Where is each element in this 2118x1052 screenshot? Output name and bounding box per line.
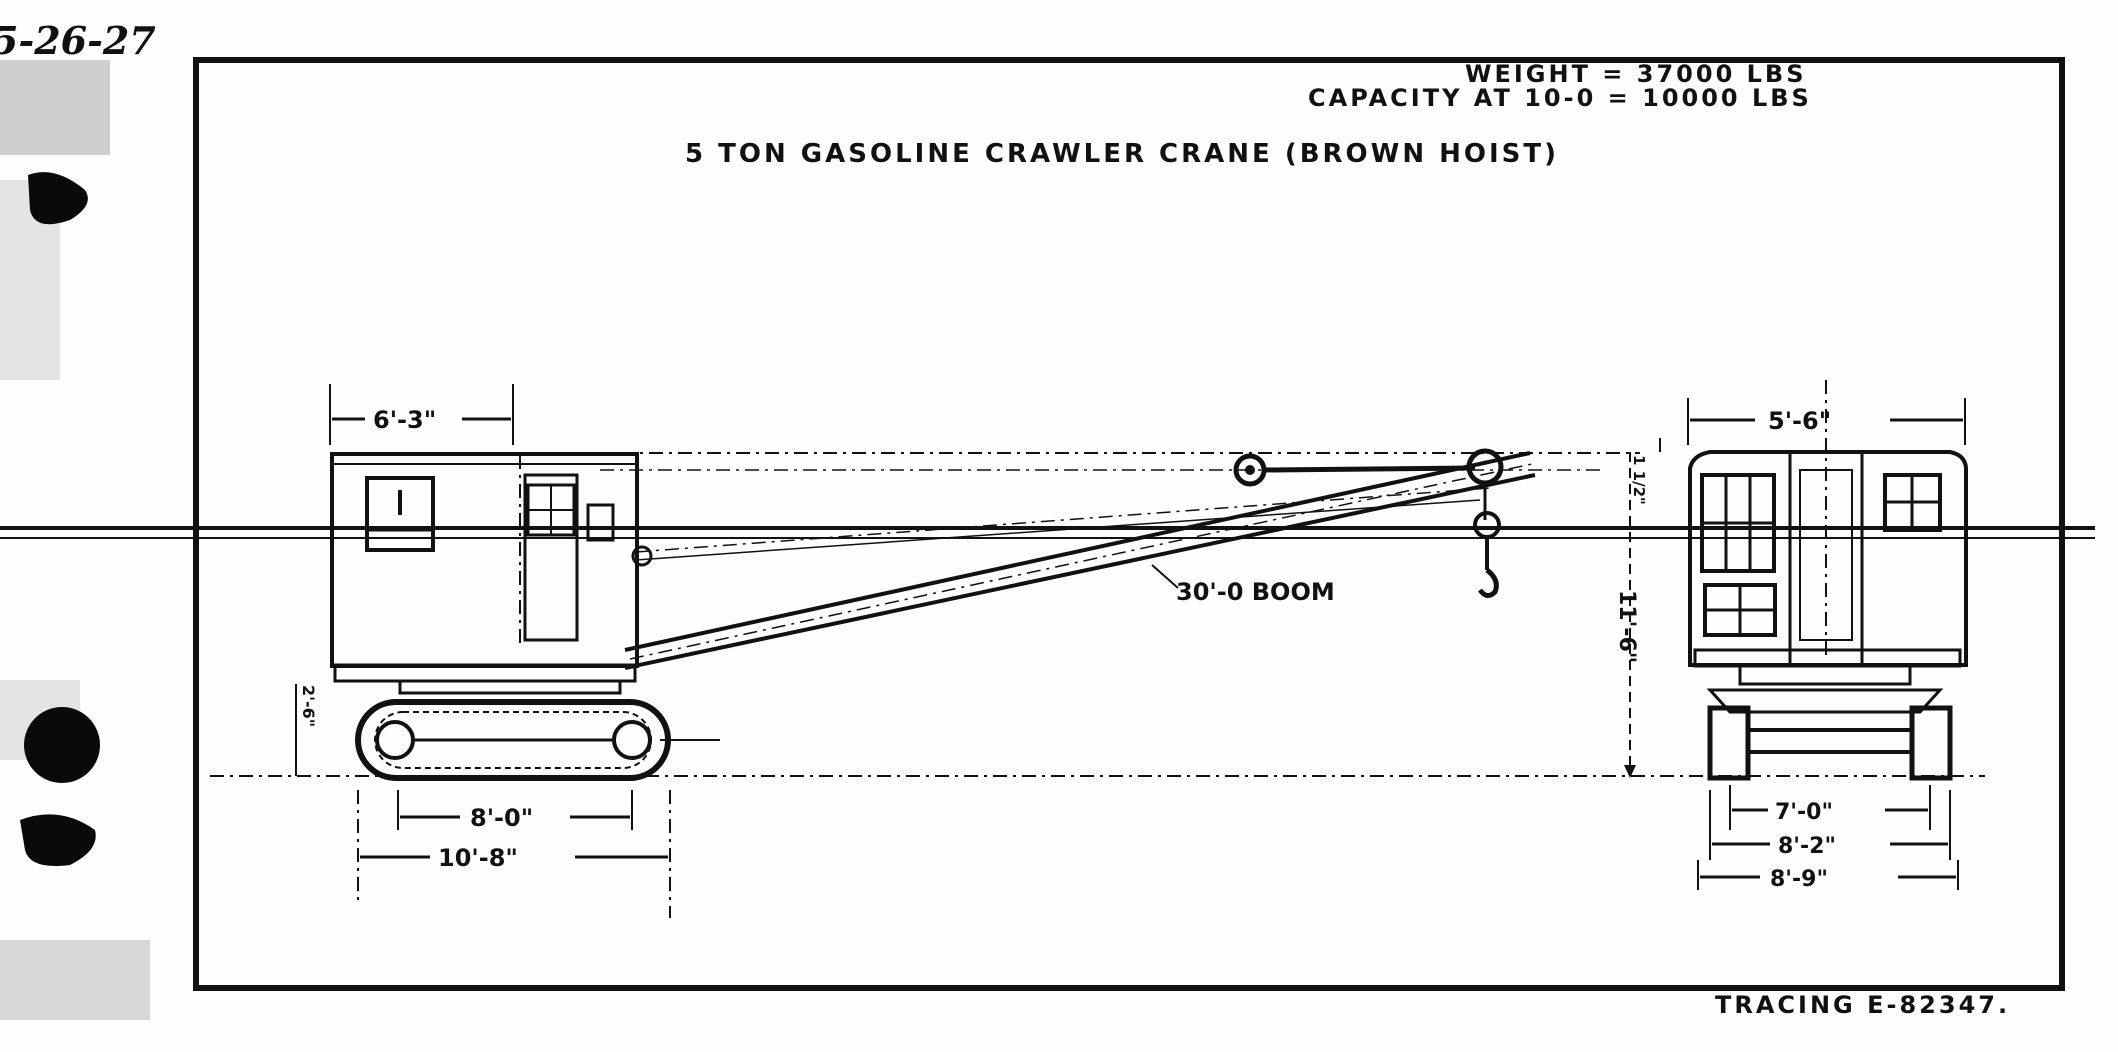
gauge-dimension: 7'-0"	[1729, 785, 1931, 830]
roof-offset-dimension: 1 1/2"	[1630, 438, 1661, 505]
side-view: 30'-0 BOOM 6'-3" 8'-0" 10'-8" 2'-6"	[295, 384, 1640, 918]
boom-length-label: 30'-0 BOOM	[1176, 578, 1335, 606]
capacity-label: CAPACITY AT 10-0 = 10000 LBS	[1308, 84, 1812, 112]
hook-icon	[1477, 568, 1499, 598]
end-overall-width: 8'-9"	[1770, 867, 1828, 892]
end-cab-width: 5'-6"	[1768, 407, 1831, 435]
boom-foot-pin	[631, 545, 653, 567]
overall-width-dimension: 8'-9"	[1697, 860, 1959, 892]
side-wheelbase: 8'-0"	[470, 804, 533, 832]
boom-leader	[1151, 564, 1179, 589]
height-dimension: 11'-6"	[1614, 452, 1639, 778]
punch-hole	[20, 814, 96, 866]
end-view: 5'-6" 1 1/2" 11'-6" 7'-0" 8'-2"	[1614, 380, 1968, 892]
side-track-height: 2'-6"	[299, 685, 318, 727]
boom-guy-line	[635, 499, 1481, 561]
track-span-dimension: 8'-2"	[1709, 790, 1951, 860]
boom-guy-line	[635, 487, 1491, 553]
track-length-dimension: 10'-8"	[357, 790, 671, 918]
end-track-span: 8'-2"	[1778, 834, 1836, 859]
cab-window	[586, 503, 615, 542]
boom-head	[1466, 448, 1504, 598]
punch-hole	[28, 172, 88, 225]
end-undercarriage	[1706, 664, 1953, 781]
cab-width-dimension: 6'-3"	[329, 384, 514, 445]
tracing-number: TRACING E-82347.	[1715, 991, 2010, 1019]
drawing-border	[193, 57, 2065, 991]
track-height-dimension: 2'-6"	[295, 684, 318, 776]
crawler-track-left	[1707, 705, 1751, 781]
wheelbase-dimension: 8'-0"	[397, 790, 633, 832]
boom	[624, 451, 1536, 670]
end-height: 11'-6"	[1614, 590, 1639, 663]
drawing-title: 5 TON GASOLINE CRAWLER CRANE (BROWN HOIS…	[685, 139, 1559, 169]
end-roof-offset: 1 1/2"	[1630, 455, 1648, 505]
punch-hole	[24, 707, 100, 783]
cab-window	[365, 476, 435, 552]
weight-label: WEIGHT = 37000 LBS	[1465, 60, 1807, 88]
side-cab-width: 6'-3"	[373, 406, 436, 434]
side-crawler-track	[355, 699, 720, 781]
left-margin-noise	[0, 60, 150, 1020]
end-cab-width-dimension: 5'-6"	[1687, 398, 1966, 445]
hoist-cable	[1263, 465, 1476, 473]
cab-door	[523, 473, 579, 642]
side-cab	[330, 452, 653, 695]
end-gauge: 7'-0"	[1775, 800, 1833, 825]
crawler-track-right	[1909, 705, 1953, 781]
corner-mark: 5-26-27	[0, 18, 156, 63]
side-track-length: 10'-8"	[438, 844, 518, 872]
punch-holes	[20, 172, 100, 866]
